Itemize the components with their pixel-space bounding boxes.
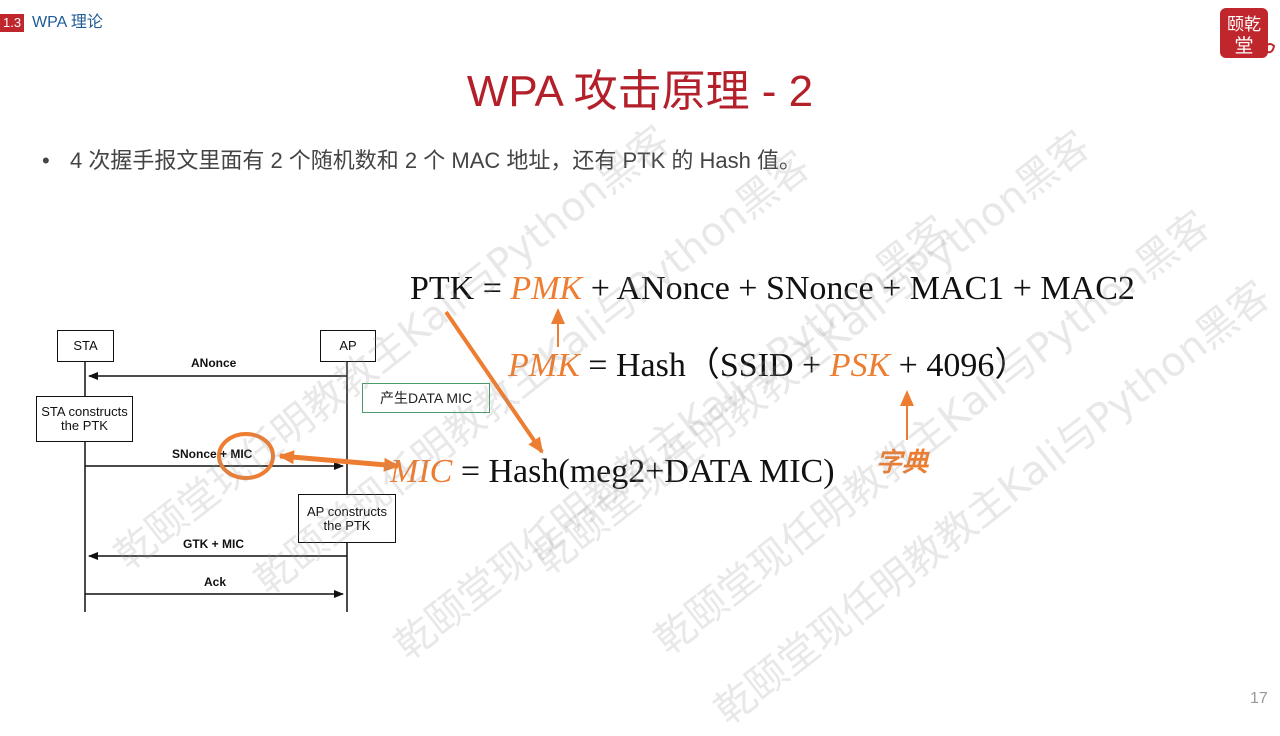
- msg-gtk-label: GTK + MIC: [183, 537, 245, 551]
- logo-text-top: 颐乾: [1227, 15, 1261, 35]
- iteration-count: + 4096）: [890, 347, 1029, 384]
- bullet-point: • 4 次握手报文里面有 2 个随机数和 2 个 MAC 地址，还有 PTK 的 …: [42, 146, 801, 176]
- ptk-term: PTK: [410, 270, 475, 307]
- sta-constructs-line1: STA constructs: [41, 404, 128, 419]
- dictionary-label: 字典: [876, 448, 929, 478]
- hash-ssid: = Hash（SSID +: [579, 347, 830, 384]
- equals-sign: =: [474, 270, 511, 307]
- section-title: WPA 理论: [32, 14, 103, 31]
- handshake-diagram: [84, 308, 914, 612]
- generate-data-mic-box: 产生DATA MIC: [362, 383, 490, 413]
- mic-term: MIC: [390, 453, 453, 490]
- page-number: 17: [1250, 690, 1268, 707]
- ap-constructs-line1: AP constructs: [307, 504, 387, 519]
- ap-constructs-ptk-box: AP constructs the PTK: [298, 494, 396, 543]
- mic-link-arrow: [278, 450, 400, 472]
- mic-hash: = Hash(meg2+DATA MIC): [452, 453, 835, 490]
- ptk-to-mic-arrow: [444, 310, 544, 454]
- sta-node: STA: [57, 330, 114, 362]
- section-number-badge: 1.3: [0, 14, 25, 32]
- sta-constructs-line2: the PTK: [61, 418, 108, 433]
- logo-seal-icon: 颐乾 堂: [1220, 8, 1276, 58]
- psk-term: PSK: [829, 347, 891, 384]
- ptk-equation: PTK = PMK + ANonce + SNonce + MAC1 + MAC…: [410, 266, 1135, 312]
- mic-equation: MIC = Hash(meg2+DATA MIC): [390, 449, 835, 495]
- pmk-term: PMK: [508, 347, 580, 384]
- pmk-equation: PMK = Hash（SSID + PSK + 4096）: [508, 343, 1028, 389]
- ap-node: AP: [320, 330, 376, 362]
- msg-ack-label: Ack: [204, 575, 227, 589]
- bullet-dot-icon: •: [42, 148, 50, 173]
- pmk-term: PMK: [510, 270, 583, 307]
- slide-title: WPA 攻击原理 - 2: [466, 67, 814, 116]
- msg-snonce-label: SNonce + MIC: [172, 447, 253, 461]
- sta-constructs-ptk-box: STA constructs the PTK: [36, 396, 133, 442]
- ptk-components: + ANonce + SNonce + MAC1 + MAC2: [582, 270, 1135, 307]
- ap-constructs-line2: the PTK: [323, 518, 371, 533]
- bullet-text: 4 次握手报文里面有 2 个随机数和 2 个 MAC 地址，还有 PTK 的 H…: [70, 148, 801, 173]
- logo-text-bottom: 堂: [1234, 35, 1253, 57]
- mic-highlight-circle: [217, 432, 275, 480]
- msg-anonce-label: ANonce: [191, 356, 237, 370]
